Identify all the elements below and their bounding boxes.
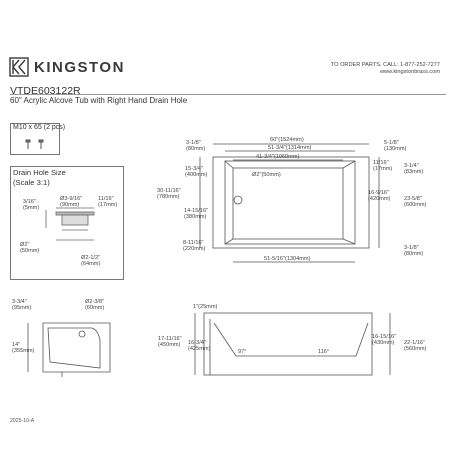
dim-value: 3/16" xyxy=(23,199,36,205)
dim-side-drain: Ø2-3/8" (60mm) xyxy=(85,299,104,312)
product-subtitle: 60" Acrylic Alcove Tub with Right Hand D… xyxy=(10,96,188,105)
screw-icon xyxy=(25,139,44,149)
dim-value: 3-1/8" xyxy=(186,140,201,146)
dim-value: 16-15/16" xyxy=(372,334,397,340)
kingston-logo-icon xyxy=(9,57,29,77)
dim-value: Ø2" xyxy=(20,242,30,248)
drain-hole-box xyxy=(10,166,124,280)
dim-floor-width: 41-3/4"(1060mm) xyxy=(256,154,300,160)
dim-metric: (355mm) xyxy=(12,348,35,355)
order-phone-text: TO ORDER PARTS, CALL: 1-877-252-7277 xyxy=(330,62,440,68)
dim-metric: (600mm) xyxy=(404,202,427,209)
dim-inner-width: 51-3/4"(1314mm) xyxy=(268,145,312,151)
brand-name: KINGSTON xyxy=(34,59,125,76)
dim-metric: (5mm) xyxy=(23,205,40,212)
dim-label: Ø2-1/2" (64mm) xyxy=(81,255,100,268)
dim-metric: (95mm) xyxy=(12,305,32,312)
dim-metric: (17mm) xyxy=(373,166,393,173)
dim-metric: (17mm) xyxy=(98,202,118,209)
revision-label: 2025-10-A xyxy=(10,418,35,424)
dim-front-h4: 22-1/16" (560mm) xyxy=(404,340,426,353)
dim-bottom-left: 8-11/16" (220mm) xyxy=(183,240,205,253)
dim-metric: (220mm) xyxy=(183,246,206,253)
dim-value: 15-3/4" xyxy=(185,166,203,172)
dim-label: 11/16" (17mm) xyxy=(98,196,117,209)
screw-label: M10 x 65 (2 pcs) xyxy=(13,124,66,131)
dim-value: 11/16" xyxy=(373,160,389,166)
dim-value: 22-1/16" xyxy=(404,340,425,346)
dim-label: 3/16" (5mm) xyxy=(23,199,39,212)
dim-left-c: 15-3/4" (400mm) xyxy=(185,166,207,179)
dim-metric: (80mm) xyxy=(186,146,206,153)
dim-metric: (450mm) xyxy=(158,342,181,349)
dim-value: Ø3-9/16" xyxy=(60,196,83,202)
dim-value: 8-11/16" xyxy=(183,240,204,246)
dim-right-top: 5-1/8" (130mm) xyxy=(384,140,406,153)
dim-front-rim: 1"(25mm) xyxy=(193,304,218,310)
dim-front-angle-right: 116° xyxy=(318,349,330,355)
dim-overall-width: 60"(1524mm) xyxy=(270,137,304,143)
dim-metric: (430mm) xyxy=(372,340,395,347)
dim-front-h1: 17-11/16" (450mm) xyxy=(158,336,182,349)
dim-value: 3-3/4" xyxy=(12,299,27,305)
dim-value: 5-1/8" xyxy=(384,140,399,146)
dim-left-d: 30-11/16" (780mm) xyxy=(157,188,181,201)
dim-front-h3: 16-15/16" (430mm) xyxy=(372,334,396,347)
dim-value: 3-1/4" xyxy=(404,163,419,169)
dim-metric: (780mm) xyxy=(157,194,180,201)
dim-metric: (420mm) xyxy=(368,196,391,203)
dim-value: 3-1/8" xyxy=(404,245,419,251)
dim-metric: (80mm) xyxy=(404,251,424,258)
dim-metric: (130mm) xyxy=(384,146,407,153)
dim-value: 23-5/8" xyxy=(404,196,422,202)
dim-right-f: 16-9/16" (420mm) xyxy=(368,190,390,203)
side-view-tub xyxy=(27,322,111,377)
website-link[interactable]: www.kingstonbrass.com xyxy=(380,69,440,75)
front-view-tub xyxy=(194,312,391,376)
dim-metric: (50mm) xyxy=(20,248,40,255)
dim-metric: (83mm) xyxy=(404,169,424,176)
dim-front-angle-left: 97° xyxy=(238,349,247,355)
dim-right-a: 11/16" (17mm) xyxy=(373,160,392,173)
dim-bottom-right: 3-1/8" (80mm) xyxy=(404,245,423,258)
dim-label: Ø3-9/16" (90mm) xyxy=(60,196,82,209)
dim-metric: (380mm) xyxy=(184,214,207,221)
dim-value: 30-11/16" xyxy=(157,188,181,194)
header-divider xyxy=(10,94,446,95)
dim-value: 16-9/16" xyxy=(368,190,389,196)
dim-value: Ø2-3/8" xyxy=(85,299,105,305)
top-view-tub xyxy=(199,143,380,263)
dim-drain-diameter: Ø2"(50mm) xyxy=(252,172,281,178)
dim-left-top: 3-1/8" (80mm) xyxy=(186,140,205,153)
dim-side-top-left: 3-3/4" (95mm) xyxy=(12,299,31,312)
dim-side-height: 14" (355mm) xyxy=(12,342,34,355)
dim-label: Ø2" (50mm) xyxy=(20,242,39,255)
dim-value: 11/16" xyxy=(98,196,114,202)
drain-box-title: Drain Hole Size xyxy=(13,168,66,177)
drain-hole-detail xyxy=(45,207,95,241)
screw-box xyxy=(10,123,60,155)
dim-value: Ø2-1/2" xyxy=(81,255,101,261)
dim-metric: (400mm) xyxy=(185,172,208,179)
dim-bottom-width: 51-5/16"(1304mm) xyxy=(264,256,311,262)
dim-value: 14" xyxy=(12,342,21,348)
dim-metric: (560mm) xyxy=(404,346,427,353)
dim-right-b: 3-1/4" (83mm) xyxy=(404,163,423,176)
dim-value: 16-3/4" xyxy=(188,340,206,346)
dim-left-e: 14-15/16" (380mm) xyxy=(184,208,208,221)
dim-value: 17-11/16" xyxy=(158,336,182,342)
drain-box-scale: (Scale 3:1) xyxy=(13,178,50,187)
dim-metric: (60mm) xyxy=(85,305,105,312)
dim-metric: (425mm) xyxy=(188,346,211,353)
dim-metric: (64mm) xyxy=(81,261,101,268)
dim-right-g: 23-5/8" (600mm) xyxy=(404,196,426,209)
dim-value: 14-15/16" xyxy=(184,208,209,214)
dim-metric: (90mm) xyxy=(60,202,80,209)
dim-front-h2: 16-3/4" (425mm) xyxy=(188,340,210,353)
